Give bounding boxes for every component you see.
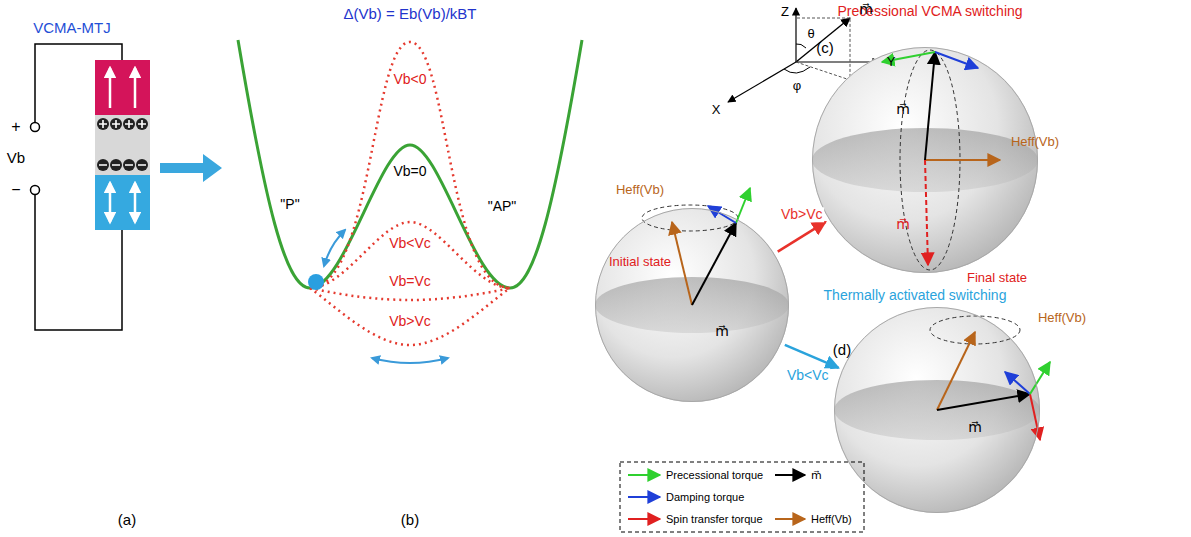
label: Vb<0 [391, 72, 428, 87]
legend-entry: Damping torque [666, 491, 744, 503]
label: + [11, 118, 20, 136]
label: m⃗ [896, 217, 910, 232]
label: "AP" [488, 199, 517, 214]
bloch-sphere: Precessional VCMA switchingFinal state [812, 47, 1038, 273]
legend-sample [775, 474, 805, 476]
circuit [31, 44, 223, 330]
legend-sample [628, 496, 660, 498]
label: (d) [833, 342, 851, 359]
legend-samples [628, 475, 805, 519]
label: Heff(Vb) [616, 183, 664, 197]
panel-title: Thermally activated switching [824, 288, 1007, 303]
sphere-outline [596, 209, 789, 402]
sphere-outline [812, 47, 1038, 273]
label: Z [781, 5, 789, 19]
sphere-outline [834, 307, 1040, 513]
edge-label: Vb<Vc [785, 369, 831, 384]
vectors-precessional [882, 50, 1000, 270]
label: Heff(Vb) [1038, 311, 1086, 325]
label: Vb<Vc [387, 236, 433, 251]
label: (b) [401, 512, 419, 529]
label: − [11, 181, 20, 199]
label: Heff(Vb) [1011, 135, 1059, 149]
label: Δ(Vb) = Eb(Vb)/kBT [344, 6, 477, 23]
vectors-initial [642, 188, 750, 305]
energy-curves [238, 40, 582, 363]
legend-entry: Spin transfer torque [666, 513, 763, 525]
sphere-outline [595, 208, 789, 402]
bloch-sphere: Initial state [595, 208, 789, 402]
label: Vb [7, 150, 25, 167]
state-label: Initial state [609, 255, 671, 269]
label: φ [793, 79, 801, 93]
legend-sample [775, 518, 805, 520]
state-label: Final state [967, 271, 1027, 285]
label: Vb=Vc [387, 274, 433, 289]
sphere-outline [813, 48, 1038, 273]
transition-arrow [778, 222, 826, 252]
label: θ [807, 27, 814, 41]
legend-sample [628, 518, 660, 520]
label: X [712, 103, 721, 117]
label: (a) [118, 512, 136, 529]
bloch-spheres [595, 47, 1040, 513]
label: Vb=0 [391, 164, 428, 179]
label: Vb>Vc [387, 314, 433, 329]
label: (c) [816, 40, 834, 57]
vectors-thermal [930, 316, 1050, 440]
label: m⃗ [715, 324, 729, 339]
sphere-outline [835, 308, 1040, 513]
label: "P" [280, 197, 299, 212]
legend-frame [620, 462, 864, 532]
label: m⃗ [859, 2, 873, 17]
label: m⃗ [896, 102, 910, 117]
legend-entry: Precessional torque [666, 469, 763, 481]
bloch-sphere: Thermally activated switching [834, 307, 1040, 513]
transition-arrow [785, 345, 839, 368]
legend-entry: m⃗ [811, 469, 822, 482]
label: Y [887, 55, 896, 69]
label: m⃗ [968, 420, 982, 435]
legend-sample [628, 474, 660, 476]
edge-label: Vb>Vc [779, 207, 825, 222]
legend-entry: Heff(Vb) [811, 513, 852, 525]
label: VCMA-MTJ [33, 20, 111, 37]
